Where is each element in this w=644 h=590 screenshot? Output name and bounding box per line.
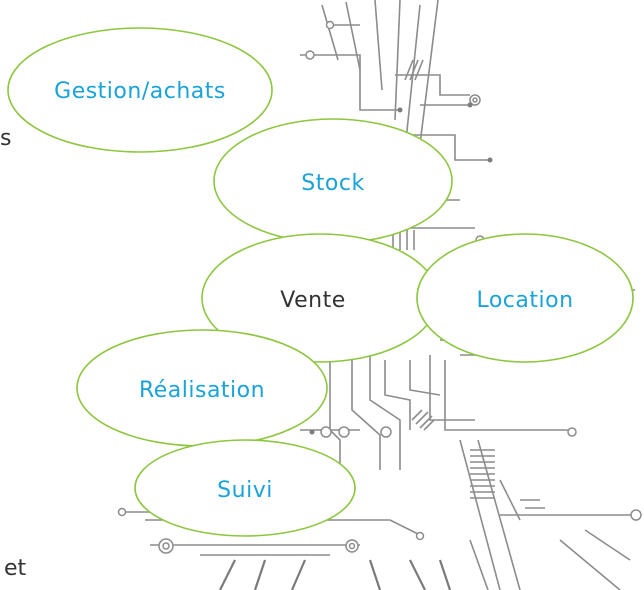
node-stock: Stock [213,118,453,244]
node-location-label: Location [476,288,573,313]
cut-off-text-bottom: et [4,556,27,581]
node-suivi-ellipse [134,439,356,537]
cut-off-text-left: s [0,126,12,151]
node-vente-label: Vente [280,288,345,313]
node-vente: Vente [201,233,439,363]
node-realisation: Réalisation [76,329,328,447]
hatched-block [411,409,435,431]
node-gestion-label: Gestion/achats [54,79,226,104]
node-suivi-label: Suivi [217,478,273,503]
node-suivi: Suivi [134,439,356,537]
node-gestion: Gestion/achats [7,27,273,153]
node-stock-label: Stock [301,171,364,196]
node-location: Location [416,233,634,363]
node-realisation-label: Réalisation [139,378,265,403]
node-location-ellipse [416,233,634,363]
node-gestion-ellipse [7,27,273,153]
